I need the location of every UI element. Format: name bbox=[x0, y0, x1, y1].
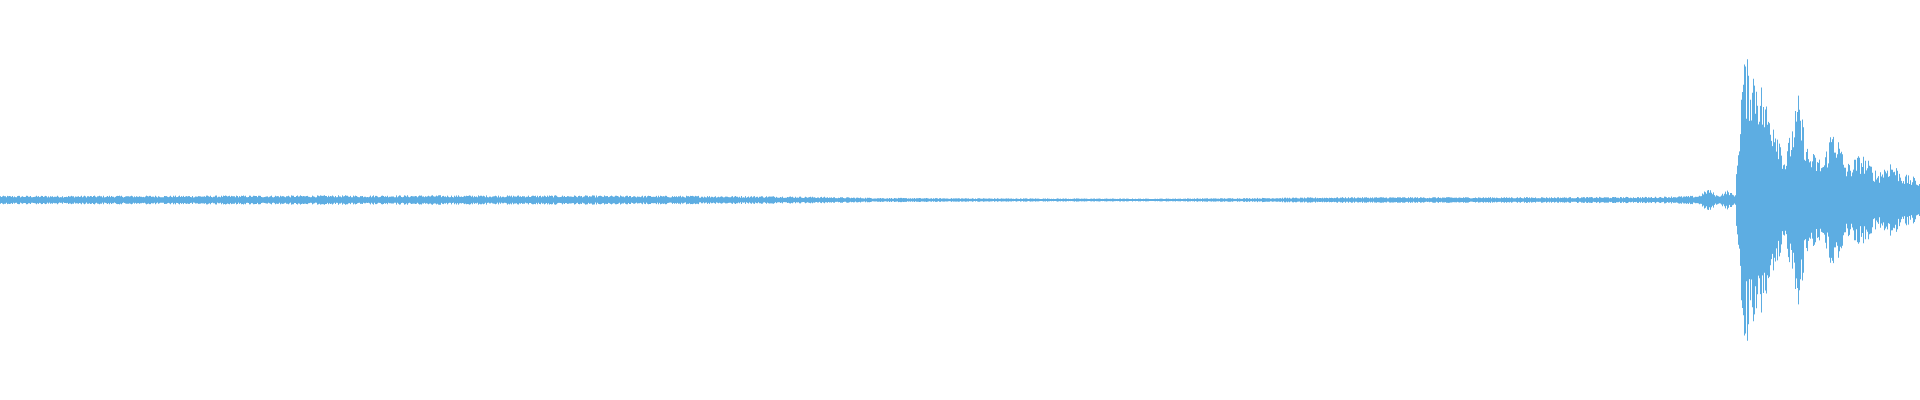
waveform-signal bbox=[0, 59, 1920, 341]
